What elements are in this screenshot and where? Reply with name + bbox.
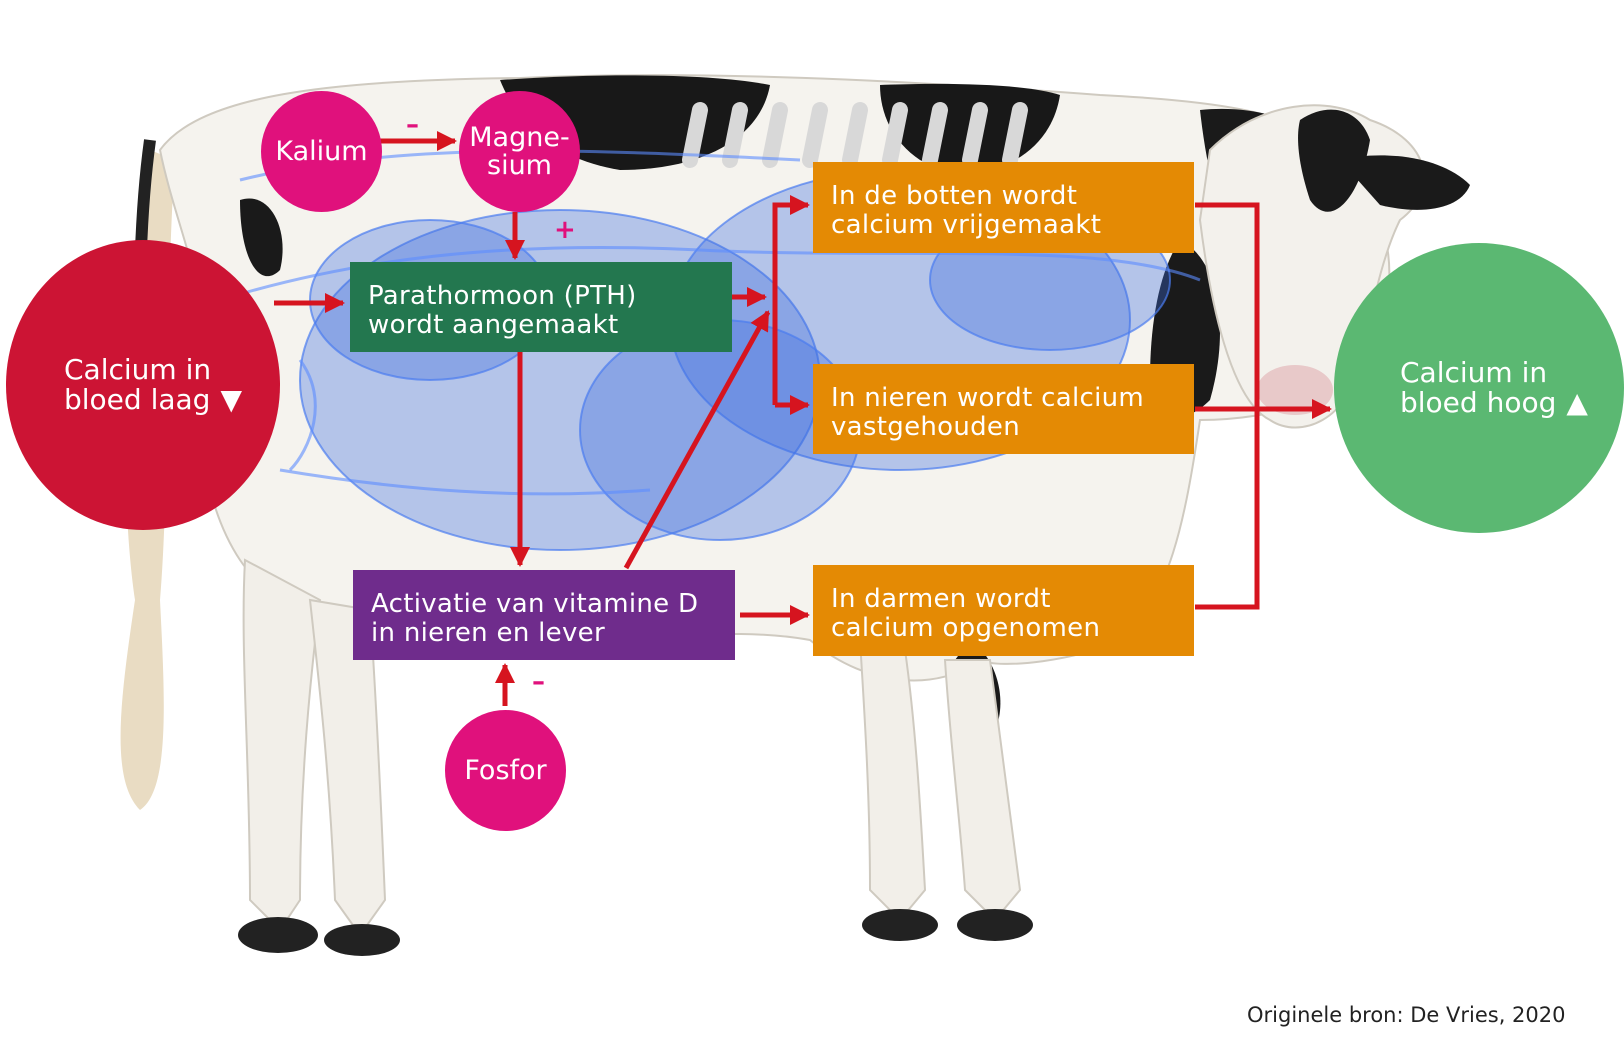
fosfor-circle: Fosfor (445, 710, 566, 831)
vitamin-d-line2: in nieren en lever (371, 618, 605, 648)
bones-line1: In de botten wordt (831, 181, 1078, 211)
sign-magnesium-pth: + (554, 215, 576, 245)
sign-kalium-magnesium: – (406, 110, 419, 140)
bones-box: In de botten wordt calcium vrijgemaakt (813, 162, 1194, 253)
pth-box: Parathormoon (PTH) wordt aangemaakt (350, 262, 732, 352)
arrow-branch-bones (772, 195, 810, 405)
pth-line2: wordt aangemaakt (368, 310, 619, 340)
intestine-box: In darmen wordt calcium opgenomen (813, 565, 1194, 656)
arrow-down-icon: ▼ (220, 383, 242, 416)
kidneys-line2: vastgehouden (831, 412, 1021, 442)
calcium-low-line2: bloed laag (64, 383, 211, 416)
magnesium-circle: Magne- sium (459, 91, 580, 212)
calcium-high-circle: Calcium in bloed hoog ▲ (1334, 243, 1624, 533)
intestine-line1: In darmen wordt (831, 584, 1051, 614)
calcium-low-circle: Calcium in bloed laag ▼ (6, 240, 280, 530)
arrow-collector (1195, 202, 1260, 610)
kalium-circle: Kalium (261, 91, 382, 212)
source-credit: Originele bron: De Vries, 2020 (1247, 1003, 1566, 1027)
bones-line2: calcium vrijgemaakt (831, 210, 1102, 240)
arrow-up-icon: ▲ (1566, 386, 1588, 419)
magnesium-line2: sium (487, 149, 552, 181)
kalium-label: Kalium (275, 135, 368, 167)
kidneys-box: In nieren wordt calcium vastgehouden (813, 364, 1194, 454)
arrow-vitd-up (623, 310, 771, 570)
vitamin-d-line1: Activatie van vitamine D (371, 589, 699, 619)
calcium-high-line1: Calcium in (1400, 356, 1548, 389)
vitamin-d-box: Activatie van vitamine D in nieren en le… (353, 570, 735, 660)
kidneys-line1: In nieren wordt calcium (831, 383, 1145, 413)
magnesium-line1: Magne- (469, 121, 570, 153)
sign-fosfor-vitd: – (532, 667, 545, 697)
calcium-high-line2: bloed hoog (1400, 386, 1557, 419)
pth-line1: Parathormoon (PTH) (368, 281, 637, 311)
intestine-line2: calcium opgenomen (831, 613, 1101, 643)
calcium-low-line1: Calcium in (64, 353, 212, 386)
fosfor-label: Fosfor (464, 754, 547, 786)
